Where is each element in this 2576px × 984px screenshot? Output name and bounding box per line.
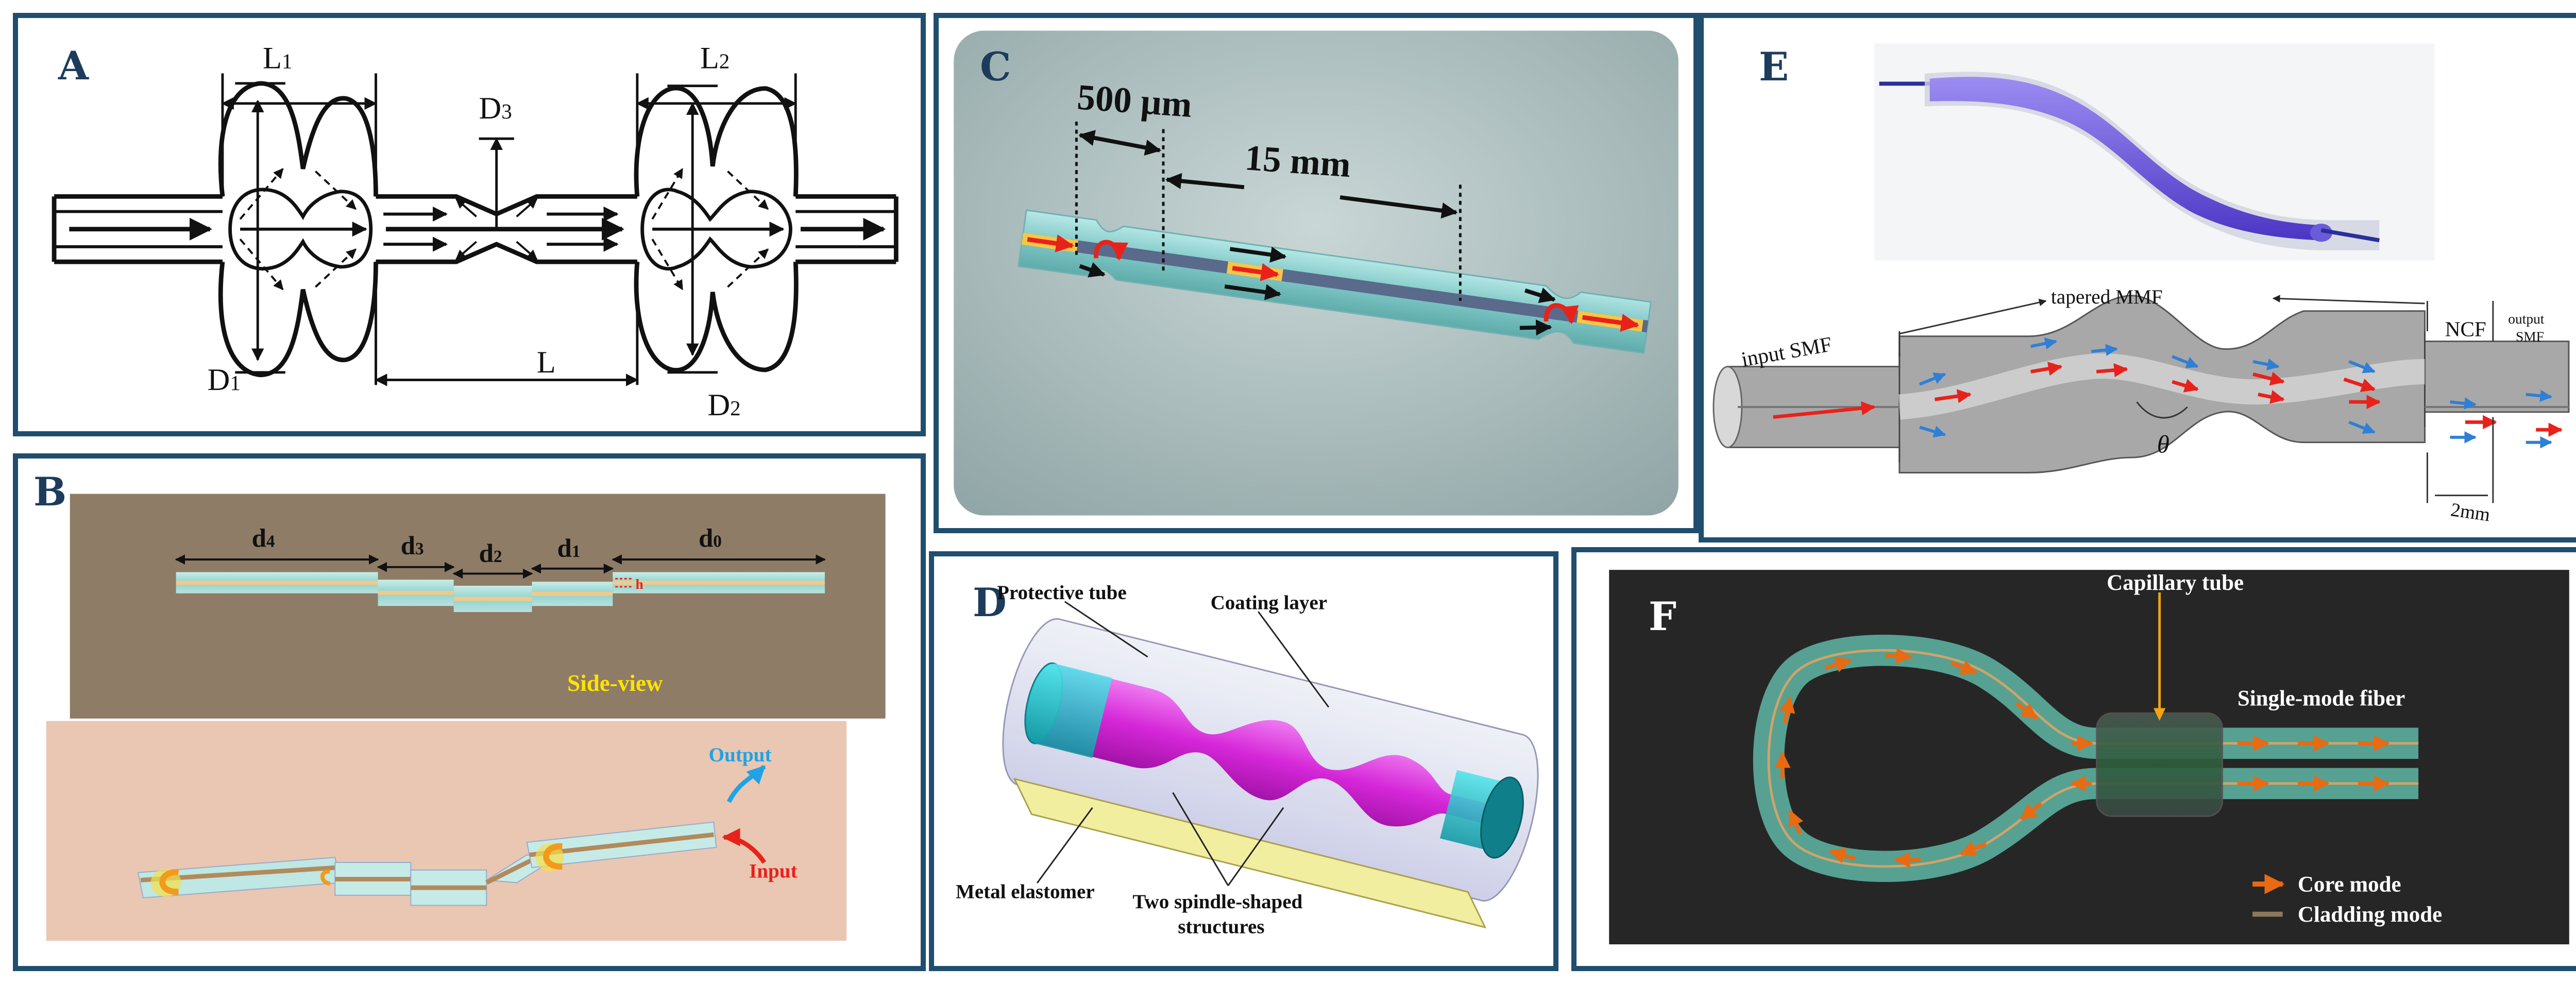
coating-layer bbox=[1033, 664, 1505, 827]
label-d4: d4 bbox=[252, 524, 275, 553]
panel-f: Capillary tube Single-mode fiber Core mo… bbox=[1571, 547, 2576, 971]
capillary-tube bbox=[2096, 712, 2224, 817]
ncf-label: NCF bbox=[2445, 317, 2486, 341]
dim-500um: 500 µm bbox=[1076, 77, 1193, 125]
output-label: Output bbox=[709, 744, 772, 766]
metal-elastomer-label: Metal elastomer bbox=[956, 880, 1095, 903]
protective-tube-label: Protective tube bbox=[997, 582, 1127, 604]
panel-d: D bbox=[929, 551, 1558, 971]
spindle-label-line1: Two spindle-shaped bbox=[1132, 891, 1302, 913]
label-l: L bbox=[537, 345, 556, 380]
panel-e: E bbox=[1699, 13, 2576, 542]
label-l1: L1 bbox=[263, 41, 292, 76]
panel-f-diagram: Capillary tube Single-mode fiber Core mo… bbox=[1609, 570, 2569, 945]
label-d2: d2 bbox=[479, 539, 502, 568]
panel-e-letter: E bbox=[1759, 44, 1789, 90]
output-smf-line1: output bbox=[2508, 311, 2544, 327]
tapered-mmf-label: tapered MMF bbox=[2051, 286, 2163, 308]
core-mode-label: Core mode bbox=[2298, 873, 2401, 897]
label-l2: L2 bbox=[700, 41, 730, 76]
panel-f-letter: F bbox=[1649, 593, 1676, 639]
panel-b-letter: B bbox=[33, 469, 67, 515]
coating-layer-label: Coating layer bbox=[1211, 591, 1327, 614]
side-view-label: Side-view bbox=[567, 670, 663, 696]
metal-elastomer bbox=[1013, 777, 1487, 929]
tapered-fiber bbox=[1018, 209, 1652, 354]
top-view-fiber bbox=[137, 821, 717, 906]
capillary-tube-label: Capillary tube bbox=[2107, 571, 2244, 595]
panel-c: 500 µm 15 mm C bbox=[934, 13, 1699, 533]
cladding-mode-label: Cladding mode bbox=[2298, 903, 2442, 927]
tapered-mmf-schematic bbox=[1713, 295, 2570, 473]
spindle-label-line2: structures bbox=[1178, 916, 1264, 938]
panel-d-diagram: Protective tube Coating layer Metal elas… bbox=[956, 582, 1539, 938]
output-smf-line2: SMF bbox=[2516, 329, 2544, 345]
label-d1: D1 bbox=[208, 363, 241, 397]
dim-15mm: 15 mm bbox=[1244, 138, 1352, 185]
input-smf-label: input SMF bbox=[1739, 332, 1834, 371]
panel-b-diagram: d4 d3 d2 d1 d0 h Side-view bbox=[46, 494, 886, 941]
label-d0: d0 bbox=[699, 524, 722, 553]
panel-b: B bbox=[13, 453, 926, 971]
label-h: h bbox=[635, 576, 643, 592]
side-view-fiber bbox=[176, 572, 825, 612]
label-d1: d1 bbox=[557, 534, 581, 563]
panel-d-letter: D bbox=[973, 580, 1007, 625]
panel-a-letter: A bbox=[58, 43, 89, 89]
input-label: Input bbox=[749, 860, 798, 882]
panel-e-diagram: tapered MMF input SMF NCF output SMF θ 2… bbox=[1713, 43, 2570, 525]
panel-a: A bbox=[13, 13, 926, 436]
label-d3: D3 bbox=[479, 91, 512, 126]
theta-label: θ bbox=[2157, 430, 2170, 458]
label-d2: D2 bbox=[707, 388, 740, 422]
panel-c-diagram: 500 µm 15 mm bbox=[954, 30, 1679, 516]
3d-fiber-render bbox=[1879, 72, 2380, 251]
label-d3: d3 bbox=[401, 532, 424, 561]
panel-c-letter: C bbox=[980, 44, 1011, 90]
panel-a-diagram: L1 L2 D3 D1 D2 L bbox=[52, 41, 899, 422]
single-mode-fiber-label: Single-mode fiber bbox=[2238, 687, 2405, 711]
dim-2mm: 2mm bbox=[2449, 499, 2492, 525]
